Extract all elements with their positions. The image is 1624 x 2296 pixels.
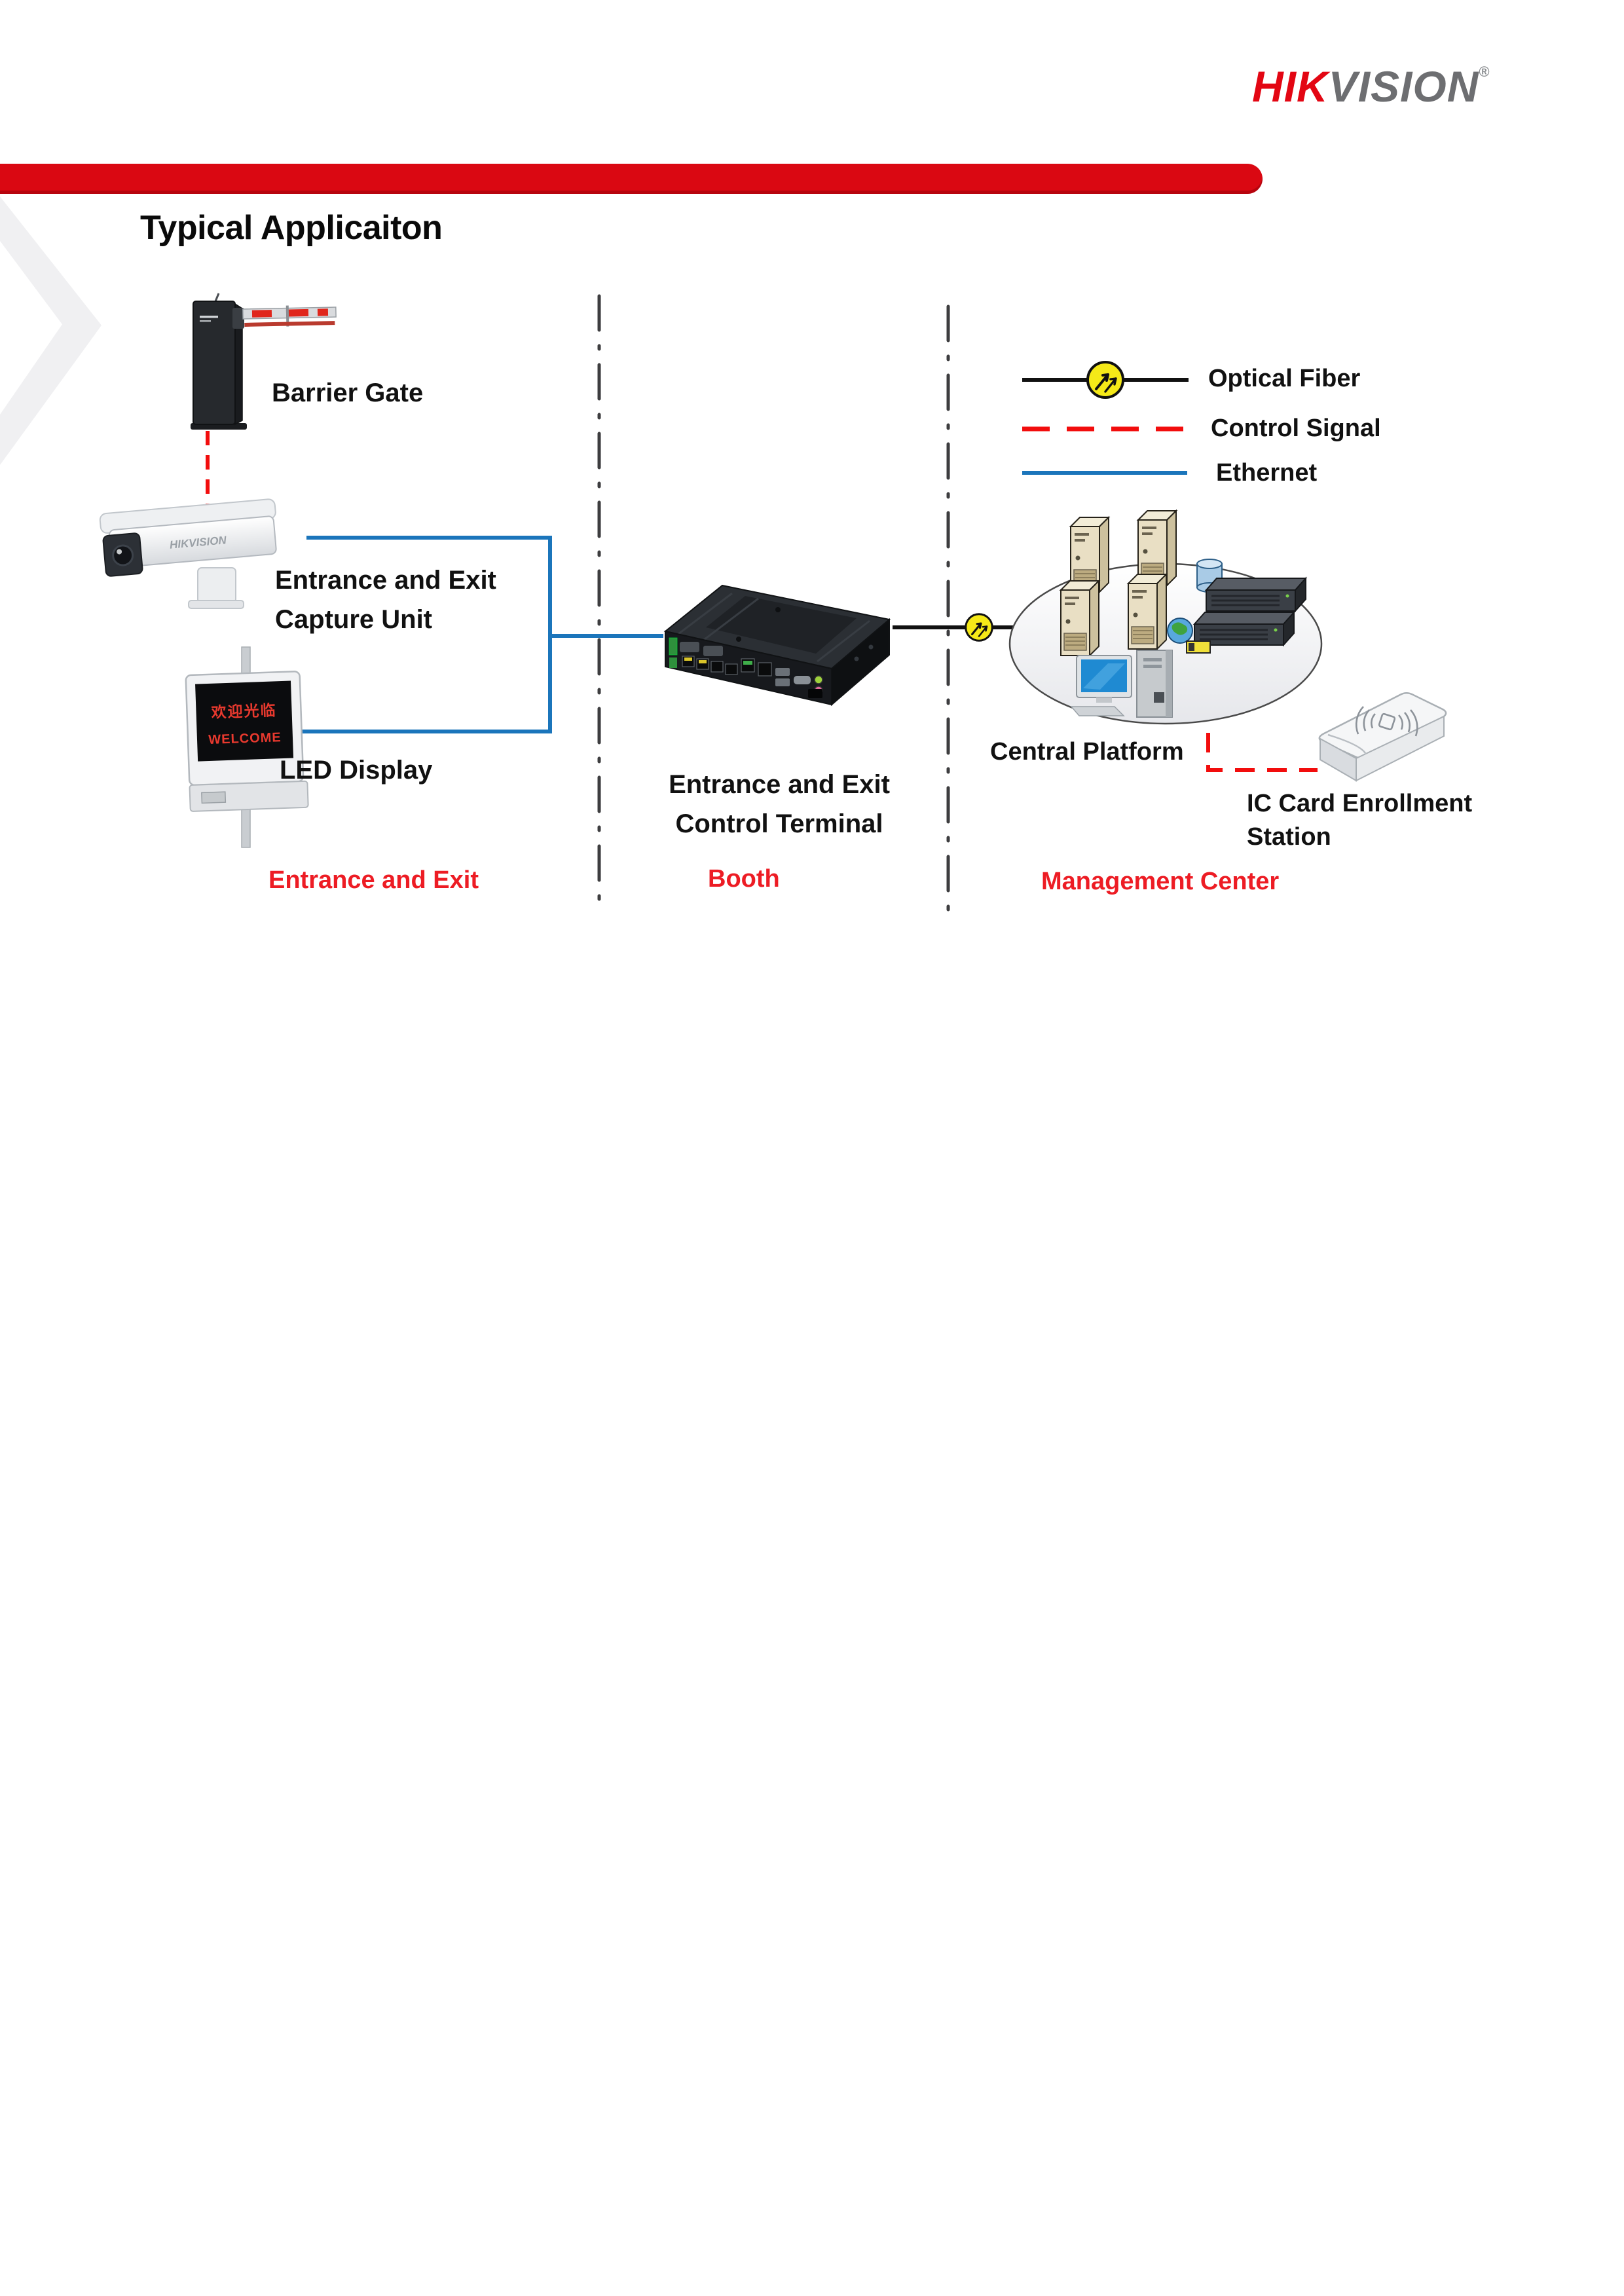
fiber-converter-node-icon bbox=[965, 613, 993, 642]
legend-control-signal-label: Control Signal bbox=[1211, 415, 1381, 442]
rack-server-icon bbox=[1193, 611, 1295, 646]
rack-server-icon bbox=[1205, 577, 1307, 612]
central-platform-label: Central Platform bbox=[990, 738, 1184, 766]
workstation-icon bbox=[1070, 650, 1173, 718]
barrier-gate-graphic bbox=[191, 293, 337, 430]
ethernet-connector-lines bbox=[296, 536, 663, 733]
page-title: Typical Applicaiton bbox=[140, 209, 443, 247]
ic-card-station-graphic bbox=[1318, 692, 1447, 782]
enrollment-control-signal-line bbox=[1206, 701, 1318, 772]
barrier-gate-label: Barrier Gate bbox=[272, 379, 424, 407]
led-screen-line1: 欢迎光临 bbox=[210, 701, 277, 721]
legend-graphics bbox=[1022, 361, 1193, 475]
topology-diagram: HIKVISION 欢迎光临 WELCOME bbox=[99, 293, 1447, 914]
globe-icon bbox=[1167, 618, 1193, 644]
section-entrance-exit-label: Entrance and Exit bbox=[268, 866, 479, 894]
control-terminal-graphic bbox=[663, 584, 891, 707]
header-red-bar bbox=[0, 164, 1263, 194]
section-management-center-label: Management Center bbox=[1041, 868, 1280, 895]
ic-card-station-label: IC Card Enrollment Station bbox=[1247, 790, 1473, 851]
capture-unit-camera-graphic: HIKVISION bbox=[99, 498, 277, 609]
control-terminal-label: Entrance and Exit Control Terminal bbox=[669, 770, 890, 838]
logo-text-hik: HIK bbox=[1252, 62, 1329, 111]
hikvision-logo: HIKVISION® bbox=[1252, 62, 1490, 111]
barrier-gate-arm bbox=[242, 305, 337, 327]
rfid-waves-icon bbox=[1355, 706, 1418, 737]
capture-unit-label: Entrance and Exit Capture Unit bbox=[275, 566, 496, 634]
led-display-graphic: 欢迎光临 WELCOME bbox=[185, 646, 309, 848]
led-display-label: LED Display bbox=[280, 756, 433, 785]
server-tower-icon bbox=[1060, 580, 1099, 656]
registered-mark: ® bbox=[1479, 64, 1490, 80]
media-card-icon bbox=[1186, 640, 1211, 654]
logo-text-vision: VISION bbox=[1328, 62, 1479, 111]
server-tower-icon bbox=[1128, 574, 1167, 650]
legend-optical-fiber-label: Optical Fiber bbox=[1208, 365, 1361, 392]
legend-fiber-node-icon bbox=[1086, 361, 1124, 399]
section-booth-label: Booth bbox=[708, 865, 780, 893]
legend-ethernet-label: Ethernet bbox=[1216, 459, 1318, 487]
central-platform-graphic bbox=[1008, 510, 1323, 725]
led-screen-line2: WELCOME bbox=[208, 730, 282, 747]
